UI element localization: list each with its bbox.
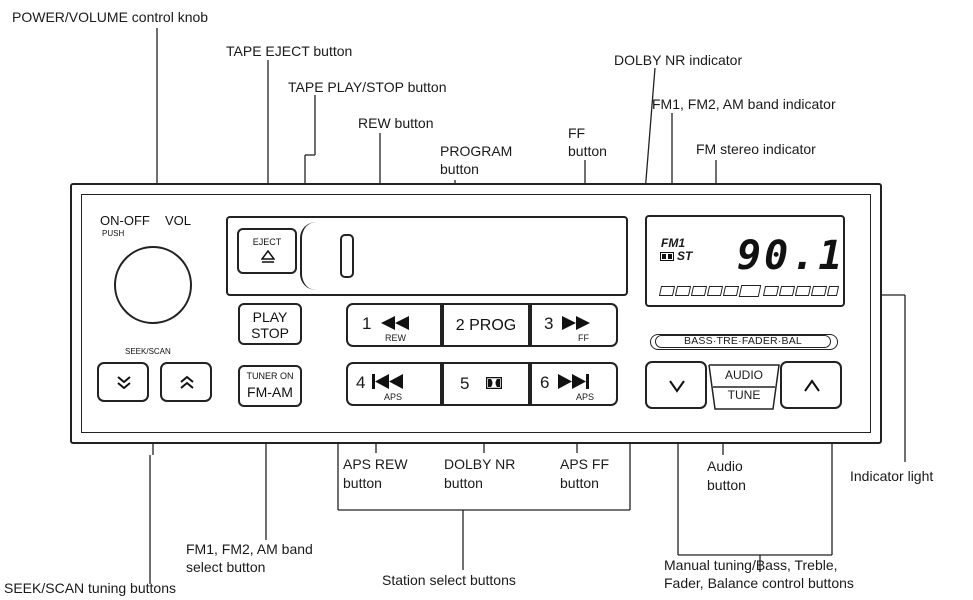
rew-sub-label: REW bbox=[385, 333, 406, 343]
fast-forward-icon bbox=[562, 316, 590, 330]
preset-6-aps-ff-button[interactable]: 6 APS bbox=[530, 362, 618, 406]
stop-label: STOP bbox=[251, 325, 289, 341]
frequency-readout: 90.1 bbox=[737, 233, 846, 279]
dolby-nr-button-callout-line2: button bbox=[444, 475, 483, 491]
preset-4-aps-rew-button[interactable]: 4 APS bbox=[346, 362, 442, 406]
dolby-nr-indicator-icon bbox=[660, 252, 674, 261]
indicator-light-callout: Indicator light bbox=[850, 468, 934, 484]
rew-callout: REW button bbox=[358, 115, 434, 131]
preset-5-dolby-button[interactable]: 5 bbox=[442, 362, 530, 406]
aps-rew-callout-line1: APS REW bbox=[343, 456, 408, 472]
push-label: PUSH bbox=[102, 229, 125, 238]
dolby-icon bbox=[486, 377, 502, 389]
manual-tuning-callout-line2: Fader, Balance control buttons bbox=[664, 575, 854, 591]
audio-button[interactable]: AUDIO bbox=[703, 363, 785, 410]
tuner-on-label: TUNER ON bbox=[246, 371, 294, 381]
program-callout-line1: PROGRAM bbox=[440, 143, 513, 159]
cassette-slot bbox=[226, 216, 628, 296]
preset-6-number: 6 bbox=[540, 373, 550, 392]
preset-3-ff-button[interactable]: 3 FF bbox=[530, 303, 618, 347]
preset-2-program-button[interactable]: 2 PROG bbox=[442, 303, 530, 347]
cassette-window bbox=[340, 234, 354, 278]
tune-down-button[interactable] bbox=[645, 361, 707, 409]
tape-play-stop-callout: TAPE PLAY/STOP button bbox=[288, 79, 447, 95]
tape-play-stop-button[interactable]: PLAY STOP bbox=[238, 303, 302, 345]
skip-back-icon bbox=[372, 374, 403, 389]
band-select-callout-line2: select button bbox=[186, 559, 266, 575]
vol-label: VOL bbox=[165, 213, 192, 228]
chevron-up-icon bbox=[804, 379, 820, 392]
power-volume-knob-callout: POWER/VOLUME control knob bbox=[12, 9, 209, 25]
tape-eject-button[interactable]: EJECT bbox=[237, 228, 297, 274]
play-label: PLAY bbox=[252, 309, 288, 325]
audio-tune-frame bbox=[708, 364, 780, 410]
aps-ff-callout-line2: button bbox=[560, 475, 599, 491]
on-off-label: ON-OFF bbox=[100, 213, 150, 228]
tape-eject-callout: TAPE EJECT button bbox=[226, 43, 353, 59]
ff-sub-label: FF bbox=[578, 333, 589, 343]
double-chevron-up-icon bbox=[180, 375, 194, 389]
seek-scan-label: SEEK/SCAN bbox=[125, 347, 171, 356]
band-select-callout-line1: FM1, FM2, AM band bbox=[186, 541, 313, 557]
tune-up-button[interactable] bbox=[780, 361, 842, 409]
seek-up-button[interactable] bbox=[160, 362, 212, 402]
bass-tre-fader-bal-label: BASS·TRE·FADER·BAL bbox=[655, 335, 831, 348]
preset-3-number: 3 bbox=[544, 314, 554, 333]
preset-5-number: 5 bbox=[460, 374, 470, 393]
fm-am-band-select-button[interactable]: TUNER ON FM-AM bbox=[238, 365, 302, 407]
radio-display bbox=[645, 215, 845, 307]
preset-1-number: 1 bbox=[362, 314, 372, 333]
ff-callout-line2: button bbox=[568, 143, 607, 159]
eject-icon bbox=[261, 250, 275, 263]
aps-rew-callout-line2: button bbox=[343, 475, 382, 491]
fm-stereo-indicator-callout: FM stereo indicator bbox=[696, 141, 816, 157]
audio-label: AUDIO bbox=[724, 368, 763, 382]
seek-down-button[interactable] bbox=[97, 362, 149, 402]
preset-4-number: 4 bbox=[356, 373, 366, 392]
bass-tre-fader-bal-frame: BASS·TRE·FADER·BAL bbox=[650, 334, 838, 350]
band-indicator-callout: FM1, FM2, AM band indicator bbox=[652, 96, 836, 112]
stereo-indicator: ST bbox=[677, 249, 693, 263]
dolby-nr-button-callout-line1: DOLBY NR bbox=[444, 456, 516, 472]
preset-1-rew-button[interactable]: 1 REW bbox=[346, 303, 442, 347]
aps-rew-sub-label: APS bbox=[384, 392, 403, 402]
fm-am-label: FM-AM bbox=[247, 384, 293, 400]
aps-ff-sub-label: APS bbox=[576, 392, 595, 402]
program-callout-line2: button bbox=[440, 161, 479, 177]
chevron-down-icon bbox=[669, 380, 685, 393]
ff-callout-line1: FF bbox=[568, 125, 586, 141]
rewind-icon bbox=[381, 316, 409, 330]
audio-button-callout-line1: Audio bbox=[707, 458, 743, 474]
prog-label: 2 PROG bbox=[455, 317, 517, 334]
power-volume-knob[interactable] bbox=[114, 246, 192, 324]
dolby-nr-indicator-callout: DOLBY NR indicator bbox=[614, 52, 743, 68]
cassette-door bbox=[300, 222, 602, 290]
seek-scan-tuning-callout: SEEK/SCAN tuning buttons bbox=[4, 580, 176, 596]
band-indicator: FM1 bbox=[661, 236, 685, 250]
double-chevron-down-icon bbox=[117, 376, 131, 390]
aps-ff-callout-line1: APS FF bbox=[560, 456, 610, 472]
manual-tuning-callout-line1: Manual tuning/Bass, Treble, bbox=[664, 557, 838, 573]
radio-unit-bezel bbox=[81, 194, 871, 433]
tune-label: TUNE bbox=[727, 388, 761, 402]
audio-button-callout-line2: button bbox=[707, 477, 746, 493]
eject-label: EJECT bbox=[252, 237, 282, 247]
skip-forward-icon bbox=[558, 374, 589, 389]
station-select-callout: Station select buttons bbox=[382, 572, 516, 588]
